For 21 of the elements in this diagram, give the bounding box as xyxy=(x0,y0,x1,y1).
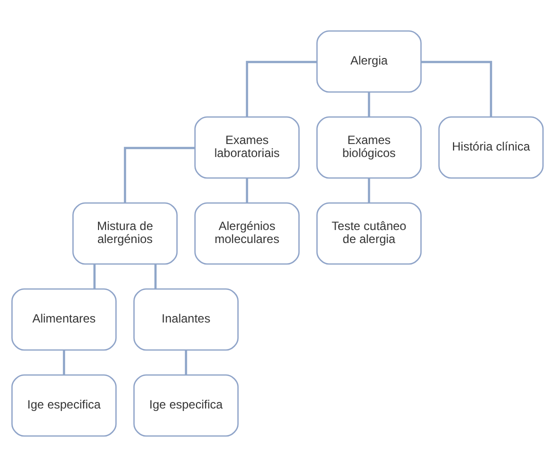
connector xyxy=(368,92,370,117)
connector xyxy=(421,60,492,117)
connector xyxy=(93,264,96,289)
node-box: Ige especifica xyxy=(133,374,239,437)
node-box: Teste cutâneo de alergia xyxy=(316,202,422,265)
node-box: Alimentares xyxy=(11,288,117,351)
node-box: Exames biológicos xyxy=(316,116,422,179)
node-box: Alergénios moleculares xyxy=(194,202,300,265)
node-box: Inalantes xyxy=(133,288,239,351)
connector xyxy=(62,350,66,375)
node-box: História clínica xyxy=(438,116,544,179)
connector xyxy=(184,350,188,375)
node-box: Mistura de alergénios xyxy=(72,202,178,265)
node-box: Exames laboratoriais xyxy=(194,116,300,179)
connector xyxy=(124,146,195,203)
connector xyxy=(154,264,157,289)
connector xyxy=(368,178,370,203)
node-box: Ige especifica xyxy=(11,374,117,437)
connector xyxy=(246,60,317,117)
connector xyxy=(246,178,248,203)
node-box: Alergia xyxy=(316,30,422,93)
